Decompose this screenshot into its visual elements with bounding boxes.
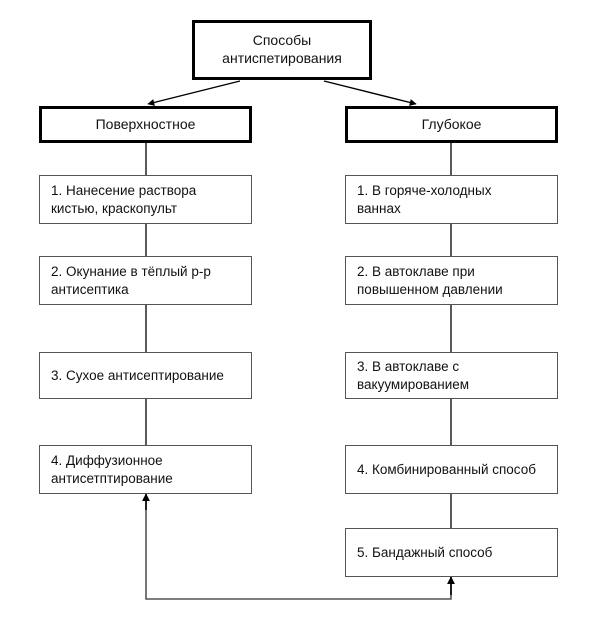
node-deep-item-1-label: 1. В горяче-холодных ваннах: [357, 183, 492, 216]
edge-root-to-surface: [147, 80, 241, 106]
node-surface-item-1-label: 1. Нанесение раствора кистью, краскопуль…: [51, 183, 197, 216]
node-branch-deep-label: Глубокое: [421, 115, 482, 132]
node-surface-item-1[interactable]: 1. Нанесение раствора кистью, краскопуль…: [39, 175, 252, 224]
node-root-label: Способы антиспетирования: [222, 32, 342, 66]
node-root[interactable]: Способы антиспетирования: [192, 20, 372, 80]
node-surface-item-3[interactable]: 3. Сухое антисептирование: [39, 352, 252, 399]
node-deep-item-3[interactable]: 3. В автоклаве с вакуумированием: [345, 352, 558, 399]
node-deep-item-4-label: 4. Комбинированный способ: [357, 461, 536, 477]
node-branch-deep[interactable]: Глубокое: [345, 106, 558, 143]
node-surface-item-2[interactable]: 2. Окунание в тёплый р-р антисептика: [39, 256, 252, 305]
node-deep-item-1[interactable]: 1. В горяче-холодных ваннах: [345, 175, 558, 224]
node-surface-item-3-label: 3. Сухое антисептирование: [51, 367, 224, 383]
node-branch-surface[interactable]: Поверхностное: [39, 106, 252, 143]
node-surface-item-4-label: 4. Диффузионное антисетптирование: [51, 453, 173, 486]
node-deep-item-4[interactable]: 4. Комбинированный способ: [345, 445, 558, 494]
node-deep-item-5[interactable]: 5. Бандажный способ: [345, 528, 558, 577]
edge-root-to-deep: [323, 80, 417, 106]
node-surface-item-4[interactable]: 4. Диффузионное антисетптирование: [39, 445, 252, 494]
node-surface-item-2-label: 2. Окунание в тёплый р-р антисептика: [51, 264, 211, 297]
node-deep-item-3-label: 3. В автоклаве с вакуумированием: [357, 359, 470, 392]
node-branch-surface-label: Поверхностное: [95, 115, 196, 132]
node-deep-item-2[interactable]: 2. В автоклаве при повышенном давлении: [345, 256, 558, 305]
node-deep-item-2-label: 2. В автоклаве при повышенном давлении: [357, 264, 503, 297]
node-deep-item-5-label: 5. Бандажный способ: [357, 544, 493, 560]
